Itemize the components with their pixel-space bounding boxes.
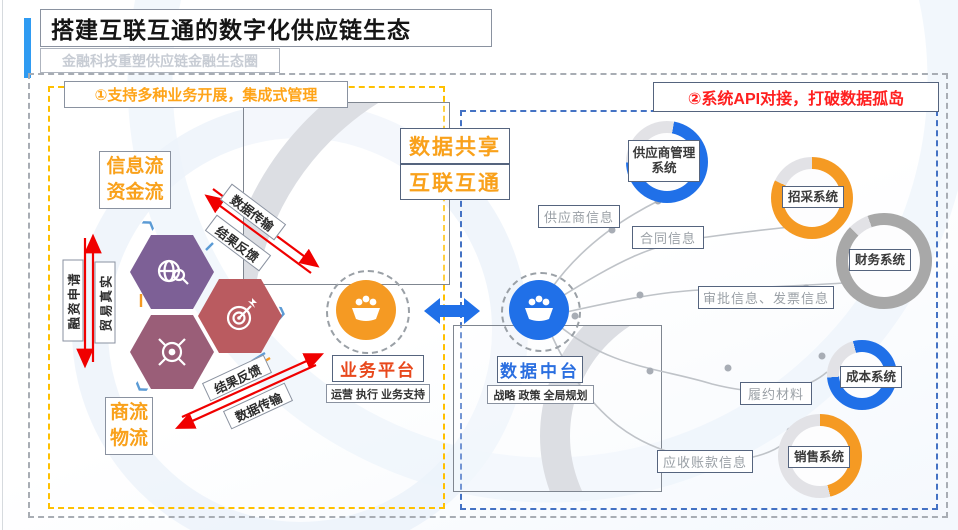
- performance-docs-label: 履约材料: [740, 382, 812, 405]
- hexagon-target: [198, 279, 282, 353]
- platform-name: 业务平台: [332, 355, 424, 382]
- supplier-mgmt-system-label: 供应商管理系统: [628, 140, 700, 182]
- data-share-label: 数据共享: [400, 128, 510, 164]
- basket-icon: [352, 295, 380, 321]
- supplier-info-label: 供应商信息: [538, 205, 620, 228]
- trade-authenticity-label: 贸易真实: [94, 261, 116, 344]
- platform-dashed-ring: [326, 270, 410, 354]
- hexagon-compass: [130, 315, 214, 389]
- biz-flow-text: 商流: [109, 402, 148, 423]
- left-section-header: ①支持多种业务开展，集成式管理: [64, 81, 348, 108]
- biz-logistics-flow-label: 商流 物流: [105, 397, 153, 455]
- financing-request-label: 融资申请: [62, 259, 84, 342]
- cost-system-label: 成本系统: [840, 366, 902, 388]
- right-section-header: ②系统API对接，打破数据孤岛: [653, 82, 939, 112]
- contract-info-label: 合同信息: [632, 226, 704, 249]
- data-hub-subtitle: 战略 政策 全局规划: [487, 385, 594, 404]
- procurement-system-label: 招采系统: [782, 186, 844, 208]
- platform-subtitle: 运营 执行 业务支持: [326, 384, 430, 403]
- data-hub-name: 数据中台: [497, 356, 583, 383]
- data-hub-dashed-ring: [501, 272, 581, 352]
- info-fund-flow-label: 信息流 资金流: [99, 151, 171, 209]
- finance-system-label: 财务系统: [849, 249, 911, 271]
- compass-wheel-icon: [158, 338, 186, 366]
- globe-search-icon: [157, 259, 189, 285]
- receivables-info-label: 应收账款信息: [657, 450, 753, 473]
- page-title: 搭建互联互通的数字化供应链生态: [40, 9, 492, 47]
- sales-system-label: 销售系统: [788, 446, 850, 468]
- page-subtitle: 金融科技重塑供应链金融生态圈: [40, 48, 280, 73]
- target-icon: [226, 298, 257, 331]
- outer-dashed-frame: [28, 73, 948, 518]
- fund-flow-text: 资金流: [106, 182, 164, 203]
- title-accent-bar: [24, 18, 31, 78]
- platform-circle: [336, 280, 396, 340]
- data-hub-circle: [509, 280, 569, 340]
- logistics-flow-text: 物流: [109, 428, 148, 449]
- info-flow-text: 信息流: [106, 156, 164, 177]
- slide-edge: [2, 0, 3, 530]
- approval-invoice-info-label: 审批信息、发票信息: [698, 286, 834, 309]
- right-backdrop-rect: [453, 325, 662, 492]
- interconnect-label: 互联互通: [400, 164, 510, 200]
- basket-icon: [525, 295, 553, 321]
